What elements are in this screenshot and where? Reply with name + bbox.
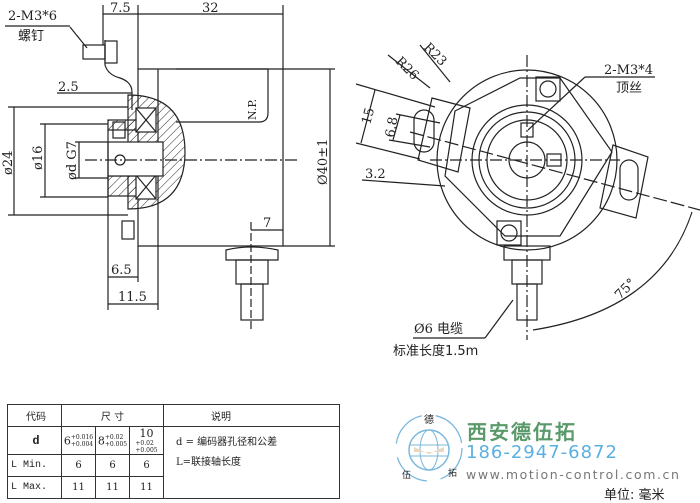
header-code: 代码 [7,404,62,427]
side-view [5,5,335,330]
setscrew-callout: 2-M3*4 [604,63,653,78]
encoder-dimension-drawing: 2-M3*6 螺钉 7.5 32 2.5 ø24 ø16 ød G7 N.P. … [1,1,700,359]
cell-lmin-1: 6 [61,454,96,477]
table-row: L Max. 11 11 11 [7,476,340,499]
cell-d-6: 6+0.016+0.004 [61,426,96,455]
dim-phi40: Ø40±1 [316,139,331,185]
dim-32: 32 [202,1,219,16]
dim-d-g7: ød G7 [65,141,80,180]
dim-6-8: 6.8 [383,116,401,139]
cell-lmax-3: 11 [129,476,164,499]
company-url[interactable]: www.motion-control.com.cn [466,467,681,482]
screw-callout-cn: 螺钉 [18,29,44,44]
cable-length: 标准长度1.5m [393,343,478,359]
cell-d-10: 10+0.02+0.005 [129,426,164,455]
front-view [355,44,700,340]
company-phone: 186-2947-6872 [466,442,618,463]
row-code-d: d [7,426,62,455]
svg-text:伍: 伍 [402,470,411,481]
dim-15: 15 [359,106,378,126]
svg-text:拓: 拓 [448,467,457,479]
dim-2-5: 2.5 [58,80,79,95]
header-desc: 说明 [163,404,340,427]
dim-phi16: ø16 [31,146,46,170]
cell-d-8: 8+0.02+0.005 [95,426,130,455]
dim-7-5: 7.5 [110,1,131,16]
description-cell: d = 编码器孔径和公差 L=联接轴长度 [163,426,340,499]
row-code-lmax: L Max. [7,476,62,499]
dim-r26: R26 [392,54,421,83]
cell-lmax-2: 11 [95,476,130,499]
screw-callout: 2-M3*6 [8,9,57,24]
dim-3-2: 3.2 [365,167,386,182]
unit-label: 单位: 毫米 [604,488,665,503]
cell-lmin-3: 6 [129,454,164,477]
table-header-row: 代码 尺 寸 说明 [7,404,340,427]
cell-lmin-2: 6 [95,454,130,477]
dim-6-5: 6.5 [111,263,132,278]
row-code-lmin: L Min. [7,454,62,477]
company-name: 西安德伍拓 [467,420,577,444]
dim-phi24: ø24 [1,151,16,175]
nameplate-label: N.P. [246,99,259,120]
dim-11-5: 11.5 [118,290,147,305]
angle-75: 75° [612,276,639,303]
dimension-table: 代码 尺 寸 说明 d 6+0.016+0.004 8+0.02+0.005 1… [7,404,340,499]
dim-r23: R23 [420,40,449,69]
svg-text:德: 德 [424,413,434,426]
table-row: d 6+0.016+0.004 8+0.02+0.005 10+0.02+0.0… [7,426,340,499]
setscrew-callout-cn: 顶丝 [616,81,642,96]
desc-line-l: L=联接轴长度 [176,457,242,468]
header-size: 尺 寸 [61,404,164,427]
company-logo-icon: 德 伍 拓 [395,413,463,482]
cell-lmax-1: 11 [61,476,96,499]
dim-7: 7 [263,216,271,231]
desc-line-d: d = 编码器孔径和公差 [176,437,278,448]
table-row: L Min. 6 6 6 [7,454,340,477]
cable-label: Ø6 电缆 [414,321,463,337]
